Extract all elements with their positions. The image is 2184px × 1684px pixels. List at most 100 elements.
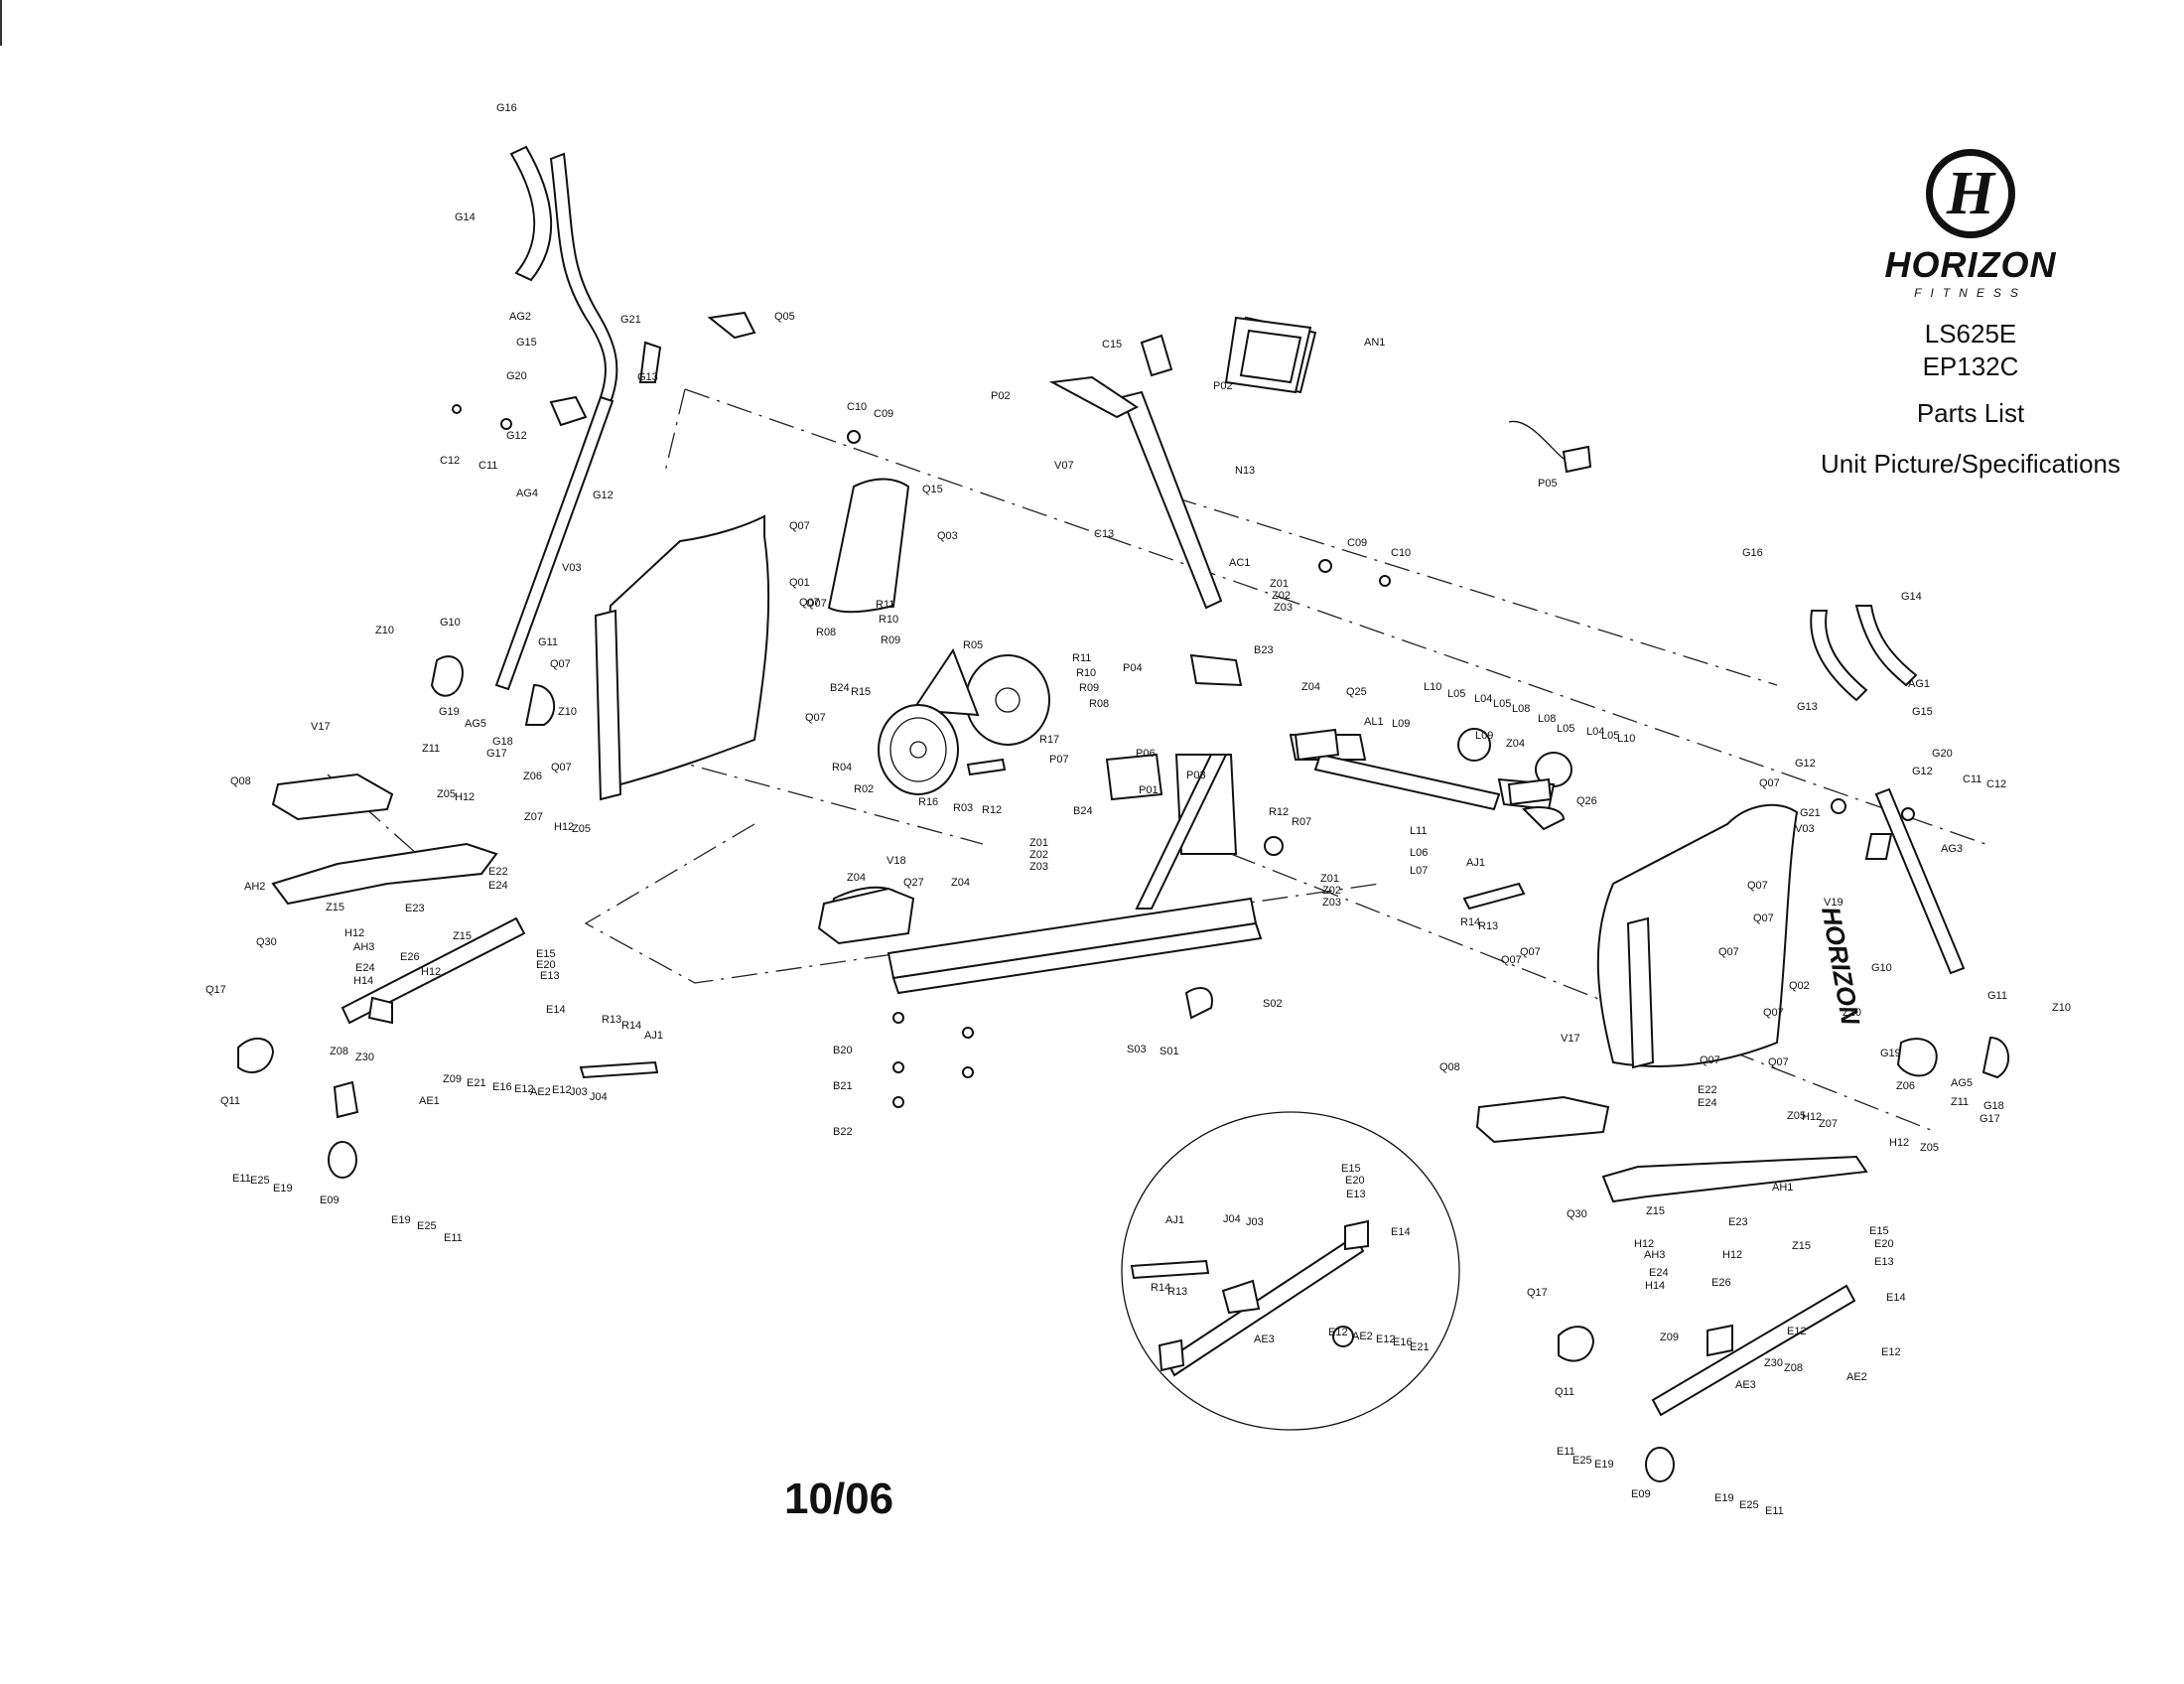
part-callout-label: V03 <box>1795 823 1815 835</box>
part-callout-label: Z04 <box>1506 738 1525 750</box>
part-callout-label: E12 <box>514 1083 534 1095</box>
part-callout-label: L10 <box>1617 733 1635 745</box>
part-callout-label: Z04 <box>951 877 970 889</box>
part-callout-label: Z06 <box>523 771 542 782</box>
part-callout-label: V03 <box>562 562 582 574</box>
part-callout-label: L10 <box>1424 681 1441 693</box>
part-callout-label: Q07 <box>1753 912 1774 924</box>
brand-logo: H HORIZON FITNESS <box>1807 149 2134 300</box>
part-callout-label: AE1 <box>419 1095 440 1107</box>
part-callout-label: Z15 <box>1792 1240 1811 1252</box>
part-callout-label: G20 <box>506 370 527 382</box>
part-callout-label: AL1 <box>1364 716 1384 728</box>
part-callout-label: H12 <box>1722 1249 1742 1261</box>
part-callout-label: L09 <box>1475 730 1493 742</box>
part-callout-label: E16 <box>492 1081 512 1093</box>
part-callout-label: E15 <box>536 948 556 960</box>
part-callout-label: AH1 <box>1772 1182 1793 1193</box>
part-callout-label: AE3 <box>1735 1379 1756 1391</box>
part-callout-label: J03 <box>1246 1216 1264 1228</box>
part-callout-label: R17 <box>1039 734 1059 746</box>
part-callout-label: AH2 <box>244 881 265 893</box>
part-callout-label: AJ1 <box>1165 1214 1184 1226</box>
part-callout-label: R13 <box>602 1014 621 1026</box>
part-callout-label: P03 <box>1186 770 1206 781</box>
right-arm-assembly <box>1810 605 2010 1079</box>
document-title-block: LS625E EP132C Parts List Unit Picture/Sp… <box>1787 318 2154 481</box>
model-number: LS625E <box>1924 319 2017 349</box>
part-callout-label: Q03 <box>937 530 958 542</box>
part-callout-label: R14 <box>621 1020 641 1032</box>
part-callout-label: E19 <box>1714 1492 1734 1504</box>
part-callout-label: N13 <box>1235 465 1255 477</box>
part-callout-label: G18 <box>492 736 513 748</box>
console-display <box>1224 316 1312 394</box>
part-callout-label: Q30 <box>1567 1208 1587 1220</box>
part-callout-label: P01 <box>1139 784 1159 796</box>
part-callout-label: E15 <box>1869 1225 1889 1237</box>
part-callout-label: Z05 <box>1787 1110 1806 1122</box>
part-callout-label: P05 <box>1538 478 1558 490</box>
part-callout-label: R14 <box>1460 916 1480 928</box>
part-callout-label: E22 <box>488 866 508 878</box>
part-callout-label: Q26 <box>1576 795 1597 807</box>
part-callout-label: E25 <box>417 1220 437 1232</box>
part-callout-label: E20 <box>1874 1238 1894 1250</box>
part-callout-label: Z02 <box>1272 590 1291 602</box>
part-callout-label: E24 <box>1698 1097 1717 1109</box>
part-callout-label: S03 <box>1127 1044 1147 1055</box>
part-callout-label: R07 <box>1292 816 1311 828</box>
part-callout-label: Q15 <box>922 484 943 495</box>
part-callout-label: Q08 <box>1439 1061 1460 1073</box>
part-callout-label: AN1 <box>1364 337 1385 349</box>
part-callout-label: Z07 <box>524 811 543 823</box>
part-callout-label: G12 <box>593 490 614 501</box>
part-callout-label: E11 <box>444 1232 463 1244</box>
model-number: EP132C <box>1922 351 2019 381</box>
part-callout-label: E12 <box>1376 1333 1396 1345</box>
part-callout-label: AG1 <box>1908 678 1930 690</box>
part-callout-label: AE2 <box>1846 1371 1867 1383</box>
left-shroud <box>594 478 910 801</box>
part-callout-label: C09 <box>1347 537 1367 549</box>
part-callout-label: Q07 <box>1763 1007 1784 1019</box>
part-callout-label: Q07 <box>805 712 826 724</box>
part-callout-label: B24 <box>1073 805 1093 817</box>
part-callout-label: Z01 <box>1320 873 1339 885</box>
part-callout-label: AH3 <box>1644 1249 1665 1261</box>
part-callout-label: E14 <box>1391 1226 1411 1238</box>
part-callout-label: S01 <box>1160 1046 1179 1057</box>
part-callout-label: V18 <box>887 855 906 867</box>
part-callout-label: E21 <box>467 1077 486 1089</box>
part-callout-label: E20 <box>536 959 556 971</box>
part-callout-label: Z15 <box>326 902 344 913</box>
part-callout-label: Z11 <box>1951 1096 1969 1108</box>
part-callout-label: J04 <box>590 1091 608 1103</box>
part-callout-label: G11 <box>1987 990 2007 1002</box>
scan-edge-mark <box>0 0 2 46</box>
part-callout-label: R04 <box>832 762 852 773</box>
part-callout-label: P02 <box>1213 380 1233 392</box>
part-callout-label: L09 <box>1392 718 1410 730</box>
part-callout-label: E15 <box>1341 1163 1361 1175</box>
part-callout-label: E09 <box>320 1194 340 1206</box>
document-title: Parts List <box>1916 398 2025 428</box>
part-callout-label: E11 <box>1557 1446 1575 1458</box>
part-callout-label: Z01 <box>1270 578 1289 590</box>
part-callout-label: R03 <box>953 802 973 814</box>
part-callout-label: Z30 <box>1764 1357 1783 1369</box>
document-subtitle: Unit Picture/Specifications <box>1820 449 2121 479</box>
right-shroud: HORIZON <box>1596 803 1866 1069</box>
part-callout-label: Q07 <box>799 597 820 609</box>
part-callout-label: L05 <box>1601 730 1619 742</box>
part-callout-label: E12 <box>1328 1327 1348 1338</box>
part-callout-label: G15 <box>516 337 537 349</box>
center-foot-plate <box>817 728 1553 945</box>
horizon-emblem-icon: H <box>1926 149 2015 238</box>
part-callout-label: L07 <box>1410 865 1428 877</box>
part-callout-label: R13 <box>1478 920 1498 932</box>
part-callout-label: AE2 <box>530 1086 551 1098</box>
part-callout-label: L05 <box>1557 723 1574 735</box>
part-callout-label: AE2 <box>1352 1331 1373 1342</box>
part-callout-label: E16 <box>1393 1336 1413 1348</box>
